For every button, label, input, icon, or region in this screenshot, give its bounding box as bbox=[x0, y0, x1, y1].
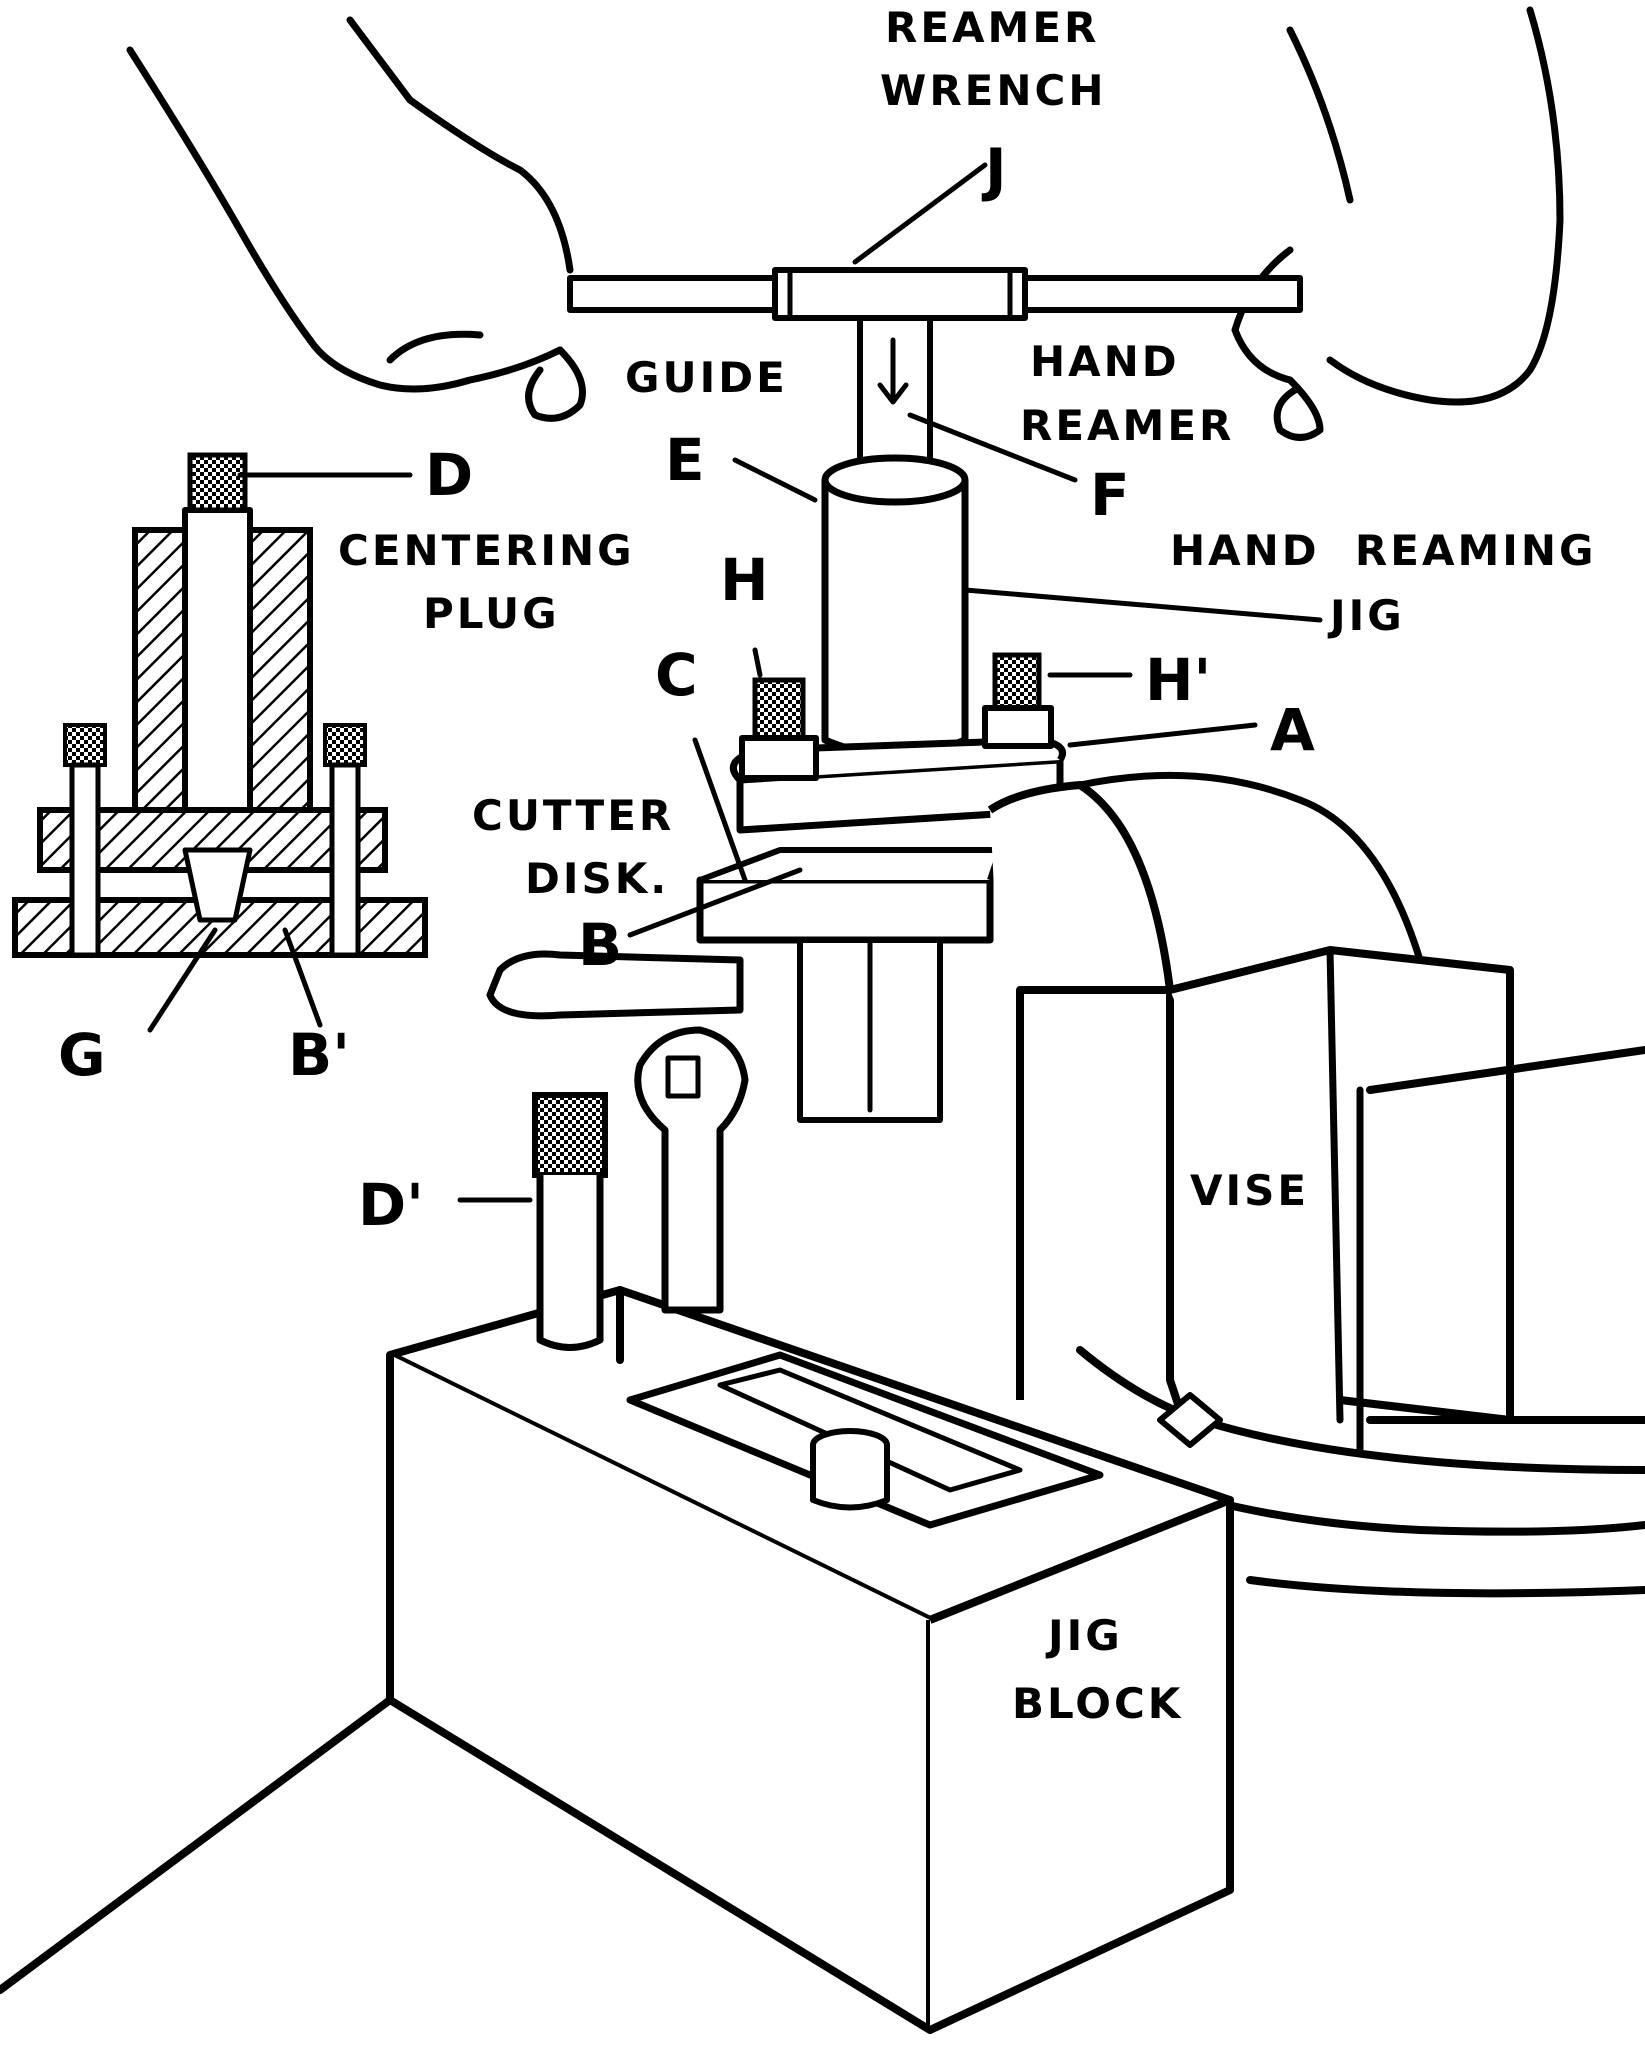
label-guide: GUIDE bbox=[625, 353, 788, 402]
label-disk: DISK. bbox=[525, 854, 669, 903]
labels: REAMER WRENCH J GUIDE HAND REAMER E F D … bbox=[58, 3, 1597, 1728]
label-reamer: REAMER bbox=[885, 3, 1099, 52]
hand-reamer bbox=[857, 315, 933, 471]
bolt-h-prime bbox=[982, 652, 1054, 749]
label-reamer-2: REAMER bbox=[1020, 401, 1234, 450]
bolt-h bbox=[739, 677, 819, 781]
label-h-prime: H' bbox=[1145, 646, 1211, 714]
label-wrench: WRENCH bbox=[880, 66, 1106, 115]
vise bbox=[987, 771, 1645, 1598]
open-end-wrench bbox=[634, 1026, 749, 1314]
label-d-prime: D' bbox=[358, 1171, 424, 1239]
label-plug: PLUG bbox=[423, 589, 560, 638]
right-hand bbox=[1231, 6, 1564, 441]
label-e: E bbox=[665, 426, 705, 494]
label-vise: VISE bbox=[1190, 1166, 1309, 1215]
jig-block bbox=[386, 1286, 1234, 2034]
label-b: B bbox=[578, 911, 622, 979]
centering-plug-d-prime bbox=[532, 1092, 608, 1351]
label-j: J bbox=[981, 136, 1007, 204]
label-h: H bbox=[720, 546, 769, 614]
label-hand-reaming: HAND REAMING bbox=[1170, 526, 1597, 575]
reamer-wrench bbox=[567, 267, 1303, 321]
label-g: G bbox=[58, 1021, 106, 1089]
label-a: A bbox=[1270, 696, 1315, 764]
label-centering: CENTERING bbox=[338, 526, 635, 575]
label-b-prime: B' bbox=[288, 1021, 350, 1089]
guide-cylinder bbox=[821, 454, 969, 759]
label-hand: HAND bbox=[1030, 337, 1180, 386]
label-c: C bbox=[655, 641, 698, 709]
label-d: D bbox=[425, 441, 473, 509]
section-view bbox=[12, 452, 428, 958]
label-cutter: CUTTER bbox=[472, 791, 674, 840]
label-jig-2: JIG bbox=[1045, 1611, 1123, 1660]
floor-corner bbox=[0, 1286, 624, 1994]
leader-lines bbox=[147, 162, 1323, 1203]
label-f: F bbox=[1090, 461, 1130, 529]
cutter-bar bbox=[486, 847, 1003, 1123]
left-hand bbox=[126, 16, 586, 422]
label-block: BLOCK bbox=[1012, 1679, 1183, 1728]
label-jig: JIG bbox=[1327, 591, 1405, 640]
